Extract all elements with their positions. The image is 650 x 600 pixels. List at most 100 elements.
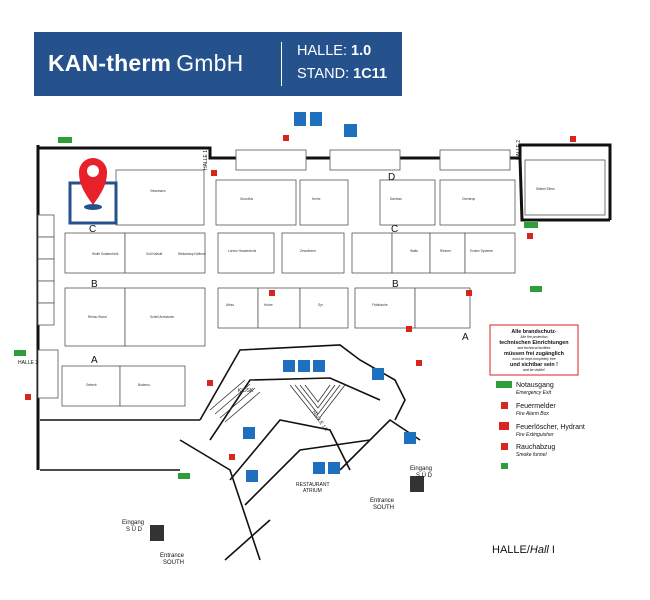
fire-protection-notice: Alle brandschutz- Alle fire protection t…	[489, 324, 579, 376]
eingang-left-label: Eingang	[122, 520, 144, 526]
svg-text:Stiebel Eltron: Stiebel Eltron	[536, 187, 555, 191]
info-icon	[344, 124, 357, 137]
svg-text:Wolfe Solartechnik: Wolfe Solartechnik	[92, 252, 119, 256]
fire-extinguisher-icon	[466, 290, 472, 296]
escalator-fan	[209, 379, 346, 423]
notice-line-8: and be visible!	[523, 368, 545, 372]
fire-extinguisher-icon	[25, 394, 31, 400]
svg-text:Fränkische: Fränkische	[372, 303, 388, 307]
row-d-label: D	[388, 172, 395, 183]
notice-line-7: und sichtbar sein !	[510, 362, 558, 368]
legend-alarm-icon	[501, 402, 508, 409]
legend-extinguisher-icon	[499, 422, 509, 430]
toilet-icon	[313, 360, 325, 372]
svg-text:Lorenz Haustechnik: Lorenz Haustechnik	[228, 249, 257, 253]
fire-alarm-icon	[229, 454, 235, 460]
fire-extinguisher-icon	[406, 326, 412, 332]
smoke-funnel-icon	[283, 135, 289, 141]
entrance-left-label: Entrance	[160, 553, 185, 559]
booths-row-c	[64, 232, 516, 274]
foyer-structure	[40, 344, 421, 561]
booths-row-d	[115, 149, 606, 226]
fire-alarm-icon	[416, 360, 422, 366]
booths-left-wall	[37, 214, 55, 326]
legend-exit-title: Notausgang	[516, 382, 554, 389]
hall-caption-main: HALLE/	[492, 544, 530, 556]
emergency-exit-icon	[58, 137, 72, 143]
svg-text:Watts: Watts	[410, 249, 418, 253]
notice-line-1: Alle brandschutz-	[511, 329, 556, 335]
stairs-left	[150, 476, 424, 541]
svg-text:Weisshaupt Wärme: Weisshaupt Wärme	[178, 252, 206, 256]
svg-text:Oventrop: Oventrop	[462, 197, 475, 201]
booths-row-a	[37, 349, 186, 407]
emergency-exit-icon	[178, 473, 190, 479]
svg-text:Rehau Stand: Rehau Stand	[88, 315, 107, 319]
legend-ext-sub: Fire Extinguisher	[516, 432, 554, 438]
legend-smoke-icon	[501, 443, 508, 450]
kiosk-label: KIOSK	[238, 388, 254, 394]
hall-caption: HALLE/Hall I	[492, 544, 555, 556]
stand-label: STAND:	[297, 66, 350, 82]
banner-divider	[281, 42, 282, 86]
svg-text:Huber: Huber	[264, 303, 274, 307]
map-pin-icon	[79, 158, 107, 210]
hall-caption-suffix: I	[548, 544, 555, 556]
row-c-label-right: C	[391, 224, 398, 235]
cloakroom-icon	[404, 432, 416, 444]
fire-alarm-icon	[527, 233, 533, 239]
wheelchair-icon	[246, 470, 258, 482]
halle-2-right-label: HALLE 2	[516, 140, 522, 160]
row-a-label-left: A	[91, 355, 98, 366]
toilet-icon	[328, 462, 340, 474]
notice-line-5: müssen frei zugänglich	[504, 351, 564, 357]
svg-text:Ecotec Systeme: Ecotec Systeme	[470, 249, 493, 253]
svg-text:Danfoss: Danfoss	[390, 197, 402, 201]
hall-value: 1.0	[351, 43, 372, 59]
legend-alarm-title: Feuermelder	[516, 403, 556, 410]
fire-extinguisher-icon	[269, 290, 275, 296]
notice-line-4: and technical facilities	[518, 346, 551, 350]
legend-exit-sub: Emergency Exit	[516, 390, 552, 396]
legend-ext-title: Feuerlöscher, Hydrant	[516, 424, 585, 431]
legend: Notausgang Emergency Exit Feuermelder Fi…	[496, 381, 585, 469]
legend-smoke-sub: Smoke funnel	[516, 452, 547, 458]
entrance-right-label: Entrance	[370, 498, 395, 504]
emergency-exit-icon	[524, 222, 538, 228]
emergency-exit-icon	[530, 286, 542, 292]
notice-line-2: Alle fire protection	[519, 335, 547, 339]
smoke-funnel-icon	[570, 136, 576, 142]
svg-text:Riesner: Riesner	[440, 249, 452, 253]
toilet-icon	[298, 360, 310, 372]
toilet-icon	[313, 462, 325, 474]
svg-text:Kermi: Kermi	[312, 197, 321, 201]
legend-smoke-title: Rauchabzug	[516, 444, 555, 451]
atrium-label: ATRIUM	[303, 488, 322, 494]
hall-caption-italic: Hall	[529, 544, 549, 556]
notice-line-3: technischen Einrichtungen	[499, 340, 568, 346]
svg-text:Grundfos: Grundfos	[240, 197, 254, 201]
sued-left-label: S Ü D	[126, 526, 143, 533]
legend-exit-icon	[496, 381, 512, 388]
info-icon	[243, 427, 255, 439]
svg-text:Syr: Syr	[318, 303, 324, 307]
svg-text:Viessmann: Viessmann	[150, 189, 166, 193]
legend-alarm-sub: Fire Alarm Box	[516, 411, 549, 417]
brand-suffix: GmbH	[176, 50, 244, 76]
stand-value: 1C11	[353, 66, 388, 82]
row-b-label-right: B	[392, 279, 399, 290]
fire-extinguisher-icon	[211, 170, 217, 176]
row-c-label-left: C	[89, 224, 96, 235]
toilet-icon	[310, 112, 322, 126]
wheelchair-icon	[283, 360, 295, 372]
hall-info: HALLE: 1.0	[297, 43, 371, 59]
fire-alarm-icon	[207, 380, 213, 386]
eingang-right-label: Eingang	[410, 466, 432, 472]
emergency-exit-icon	[14, 350, 26, 356]
sued-right-label: S Ü D	[416, 472, 433, 479]
legend-green-box-icon	[501, 463, 508, 469]
svg-text:Geberit: Geberit	[86, 383, 97, 387]
